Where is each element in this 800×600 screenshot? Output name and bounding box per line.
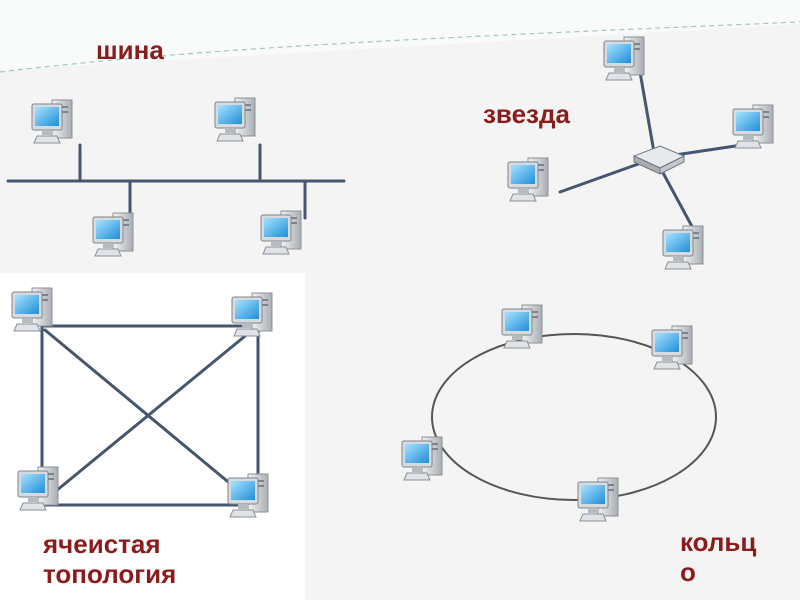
computer-icon: [227, 473, 269, 518]
computer-icon: [662, 225, 704, 270]
computer-icon: [92, 212, 134, 257]
computer-icon: [17, 466, 59, 511]
ring-label-line2: о: [680, 556, 696, 587]
mesh-label-line2: топология: [43, 558, 177, 589]
mesh-label: ячеистая топология: [43, 529, 177, 590]
ring-line: [431, 333, 717, 501]
star-label: звезда: [483, 99, 570, 129]
computer-icon: [651, 325, 693, 370]
computer-icon: [260, 210, 302, 255]
star-link: [638, 70, 657, 160]
computer-icon: [507, 157, 549, 202]
computer-icon: [732, 104, 774, 149]
mesh-link: [43, 330, 252, 502]
computer-icon: [31, 99, 73, 144]
bus-topology: [6, 143, 346, 220]
computer-icon: [214, 97, 256, 142]
ring-label: кольц о: [680, 527, 757, 588]
decorative-wave-line: [0, 21, 800, 73]
computer-icon: [401, 436, 443, 481]
ring-label-line1: кольц: [680, 527, 757, 557]
computer-icon: [577, 477, 619, 522]
computer-icon: [501, 304, 543, 349]
computer-icon: [11, 287, 53, 332]
mesh-label-line1: ячеистая: [43, 529, 161, 559]
hub-icon: [632, 145, 686, 175]
computer-icon: [231, 292, 273, 337]
mesh-topology: [40, 324, 260, 507]
bus-label: шина: [96, 35, 164, 65]
computer-icon: [603, 36, 645, 81]
